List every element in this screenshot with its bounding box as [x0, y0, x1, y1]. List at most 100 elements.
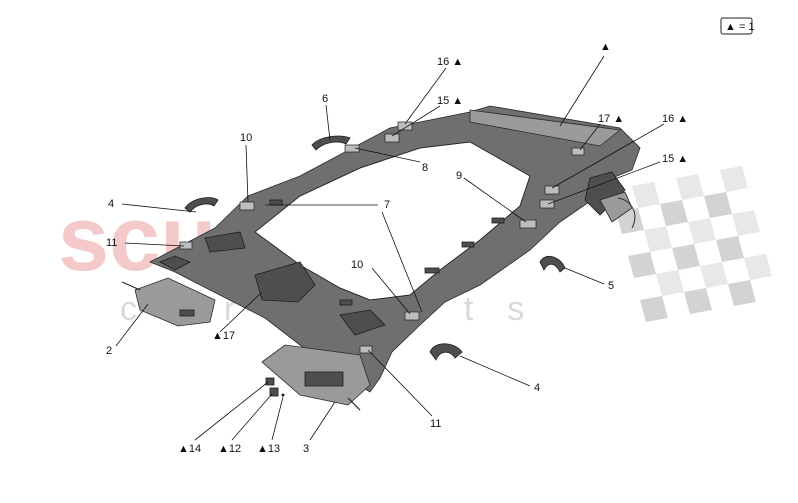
checker-square — [644, 226, 672, 252]
callout-11b: 11 — [430, 418, 441, 430]
callout-11a: 11 — [106, 237, 117, 249]
sun-visor-left-panel — [134, 277, 216, 327]
leader-5 — [564, 267, 605, 285]
leader-4a — [121, 203, 197, 213]
checker-square — [704, 192, 732, 218]
headliner-top-edge — [469, 109, 621, 147]
clip-9 — [519, 219, 537, 229]
callout-17a: 17 ▲ — [598, 113, 624, 125]
callout-5: 5 — [608, 280, 614, 292]
clip-17a — [571, 147, 585, 156]
checker-square — [728, 280, 756, 306]
part-13 — [281, 393, 285, 397]
callout-4a: 4 — [108, 198, 114, 210]
checker-square — [700, 262, 728, 288]
grab-handle-top — [311, 135, 351, 151]
clip-15a — [384, 133, 400, 143]
slot-4 — [269, 199, 283, 206]
headliner-panel — [149, 105, 641, 393]
callout-13: ▲13 — [257, 443, 280, 455]
callout-3: 3 — [303, 443, 309, 455]
leader-17a — [579, 123, 601, 151]
callout-2: 2 — [106, 345, 112, 357]
leader-13 — [271, 396, 284, 441]
checker-square — [688, 218, 716, 244]
checker-square — [732, 210, 760, 236]
slot-5 — [339, 299, 353, 306]
sun-visor-right-mirror — [304, 371, 344, 387]
slot-1 — [424, 267, 440, 274]
clip-10a — [239, 201, 255, 211]
callout-labels: ▲ 16 ▲ 15 ▲ 6 10 8 17 ▲ 16 ▲ 15 ▲ 9 4 7 … — [106, 41, 688, 455]
clip-10b — [404, 311, 420, 321]
leader-11a — [124, 242, 185, 247]
sun-visor-right-rod — [347, 397, 361, 411]
legend: ▲ = 1 — [720, 17, 755, 35]
overhead-console-cutout — [254, 261, 316, 303]
callout-15a: 15 ▲ — [437, 95, 463, 107]
leader-4b — [459, 355, 531, 387]
legend-label: ▲ = 1 — [725, 21, 755, 33]
legend-box — [720, 17, 753, 35]
grab-handle-right — [539, 255, 566, 273]
callout-10a: 10 — [240, 132, 252, 144]
checker-square — [676, 174, 704, 200]
sun-visor-left — [121, 277, 216, 327]
leader-7b — [381, 211, 423, 313]
checker-square — [720, 166, 748, 192]
callout-17b: ▲17 — [212, 330, 235, 342]
leader-9 — [463, 177, 527, 223]
leader-14 — [194, 381, 269, 441]
leader-6 — [325, 104, 331, 141]
clip-11b — [359, 345, 373, 354]
leader-17b — [219, 291, 263, 333]
sun-visor-right — [261, 344, 371, 411]
leader-16b — [551, 123, 665, 189]
part-14 — [265, 377, 275, 386]
callout-10b: 10 — [351, 259, 363, 271]
checker-square — [632, 182, 660, 208]
callout-16b: 16 ▲ — [662, 113, 688, 125]
sun-visor-left-rod — [121, 281, 141, 291]
leader-12 — [231, 393, 273, 441]
callout-8: 8 — [422, 162, 428, 174]
callout-9: 9 — [456, 170, 462, 182]
callout-4b: 4 — [534, 382, 540, 394]
checker-square — [656, 270, 684, 296]
leader-16a — [404, 67, 447, 125]
leader-top — [559, 55, 605, 127]
checker-square — [684, 288, 712, 314]
part-12 — [269, 387, 279, 397]
leader-10a — [245, 144, 249, 203]
leader-15b — [547, 161, 661, 205]
checker-square — [660, 200, 688, 226]
slot-2 — [461, 241, 475, 248]
grab-handle-lower — [429, 343, 463, 361]
callout-12: ▲12 — [218, 443, 241, 455]
leader-11b — [367, 349, 433, 417]
leader-lines — [115, 55, 665, 441]
callout-7: 7 — [384, 199, 390, 211]
clip-15b — [539, 199, 555, 209]
sun-visor-left-clip — [179, 309, 195, 317]
checker-square — [628, 252, 656, 278]
checker-square — [744, 254, 772, 280]
leader-15a — [391, 105, 441, 137]
watermark-checker-flag — [616, 166, 772, 322]
slot-3 — [491, 217, 505, 224]
leader-3 — [309, 401, 336, 441]
leader-2 — [115, 303, 149, 347]
callout-6: 6 — [322, 93, 328, 105]
callout-15b: 15 ▲ — [662, 153, 688, 165]
handle-recess — [339, 309, 386, 336]
checker-square — [640, 296, 668, 322]
clip-16a — [397, 121, 413, 131]
leader-8 — [354, 147, 421, 163]
clip-16b — [544, 185, 560, 195]
callout-14: ▲14 — [178, 443, 201, 455]
headliner-corner — [159, 255, 191, 271]
callout-16a: 16 ▲ — [437, 56, 463, 68]
callout-top: ▲ — [600, 41, 611, 53]
